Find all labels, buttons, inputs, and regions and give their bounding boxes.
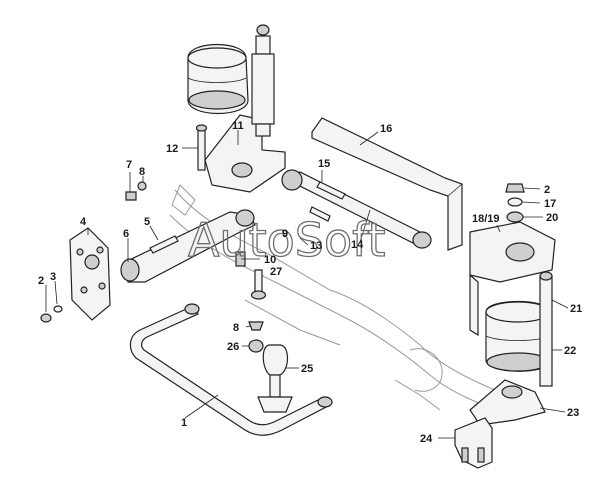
link-bolt <box>309 181 346 222</box>
callout-22: 22 <box>564 345 576 357</box>
nut-washer-left <box>40 305 63 323</box>
callout-12: 12 <box>166 143 178 155</box>
callout-6: 6 <box>123 228 129 240</box>
callout-21: 21 <box>570 303 582 315</box>
rear-air-bellow <box>187 43 249 115</box>
leader-lines <box>45 130 569 439</box>
foot-bracket <box>454 417 493 469</box>
callout-16: 16 <box>380 123 392 135</box>
stabilizer-bar <box>129 303 333 436</box>
rear-air-spring-bracket <box>204 114 286 193</box>
callout-8-upper: 8 <box>139 166 145 178</box>
callout-23: 23 <box>567 407 579 419</box>
callout-labels: 1 2 3 4 5 6 7 8 8 10 11 12 13 14 15 16 2… <box>38 120 582 445</box>
front-air-bellow <box>485 300 553 372</box>
callout-15: 15 <box>318 158 330 170</box>
front-spring-bracket <box>469 221 556 337</box>
locating-pin <box>195 124 208 171</box>
callout-25: 25 <box>301 363 313 375</box>
nut-stack-right <box>505 183 525 223</box>
lower-mount-bracket <box>469 379 546 426</box>
callout-10: 10 <box>264 254 276 266</box>
callout-11: 11 <box>232 120 244 132</box>
callout-1: 1 <box>181 417 187 429</box>
stabilizer-drop-link <box>257 344 293 413</box>
arm-bolt <box>149 235 179 254</box>
small-nuts <box>125 181 147 201</box>
callout-18-19: 18/19 <box>472 213 500 225</box>
callout-9: 9 <box>282 228 288 240</box>
callout-27: 27 <box>270 266 282 278</box>
shock-absorber <box>251 24 275 137</box>
callout-2-left: 2 <box>38 275 44 287</box>
callout-7: 7 <box>126 159 132 171</box>
callout-13: 13 <box>310 240 322 252</box>
left-bracket <box>69 227 111 321</box>
callout-26: 26 <box>227 341 239 353</box>
watermark-text: AutoSoft <box>188 213 386 267</box>
callout-5: 5 <box>144 216 150 228</box>
lateral-link <box>281 169 432 249</box>
callout-17: 17 <box>544 198 556 210</box>
callout-24: 24 <box>420 433 433 445</box>
callout-3: 3 <box>50 271 56 283</box>
front-shock-absorber <box>539 271 553 387</box>
callout-14: 14 <box>351 239 364 251</box>
callout-4: 4 <box>80 216 87 228</box>
lower-control-arm <box>120 209 256 283</box>
bushing-small <box>248 321 264 353</box>
callout-2-right: 2 <box>544 184 550 196</box>
upper-frame-bracket <box>311 117 463 251</box>
callout-8-lower: 8 <box>233 322 239 334</box>
callout-20: 20 <box>546 212 558 224</box>
